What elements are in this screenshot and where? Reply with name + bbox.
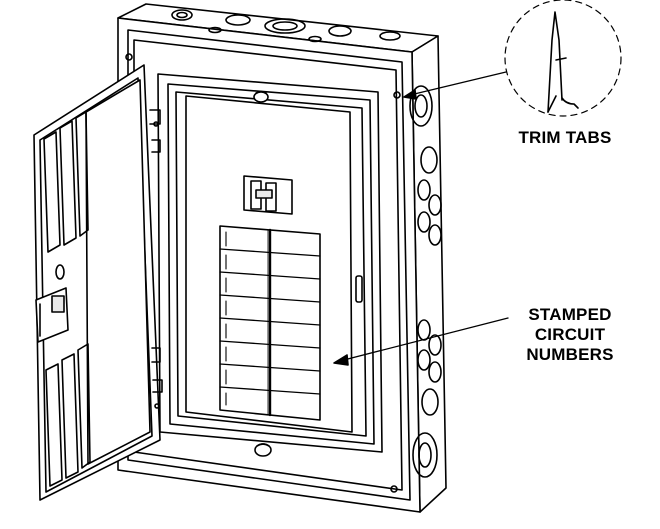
- stamped-circuit-numbers-line-3: NUMBERS: [526, 345, 614, 364]
- trim-tab-callout: [504, 0, 622, 117]
- side-knockouts: [409, 85, 442, 478]
- stamped-circuit-numbers-label: STAMPED CIRCUIT NUMBERS: [510, 305, 630, 365]
- door-latch: [35, 264, 69, 343]
- breaker-knockout-grid: [219, 225, 321, 421]
- trim-tabs-label: TRIM TABS: [518, 128, 612, 147]
- cover-fastener-top: [253, 90, 269, 103]
- panel-door: [33, 64, 163, 501]
- top-knockouts: [171, 9, 401, 43]
- door-hinges: [149, 109, 163, 409]
- stamped-circuit-numbers-line-2: CIRCUIT: [534, 325, 606, 344]
- main-breaker: [243, 175, 293, 215]
- stamped-circuit-numbers-line-1: STAMPED: [528, 305, 612, 324]
- dead-front-cover: [157, 73, 383, 457]
- cover-fastener-bottom: [254, 443, 272, 457]
- circuit-numbers-leader: [333, 317, 509, 366]
- trim-tabs-leader: [403, 71, 507, 100]
